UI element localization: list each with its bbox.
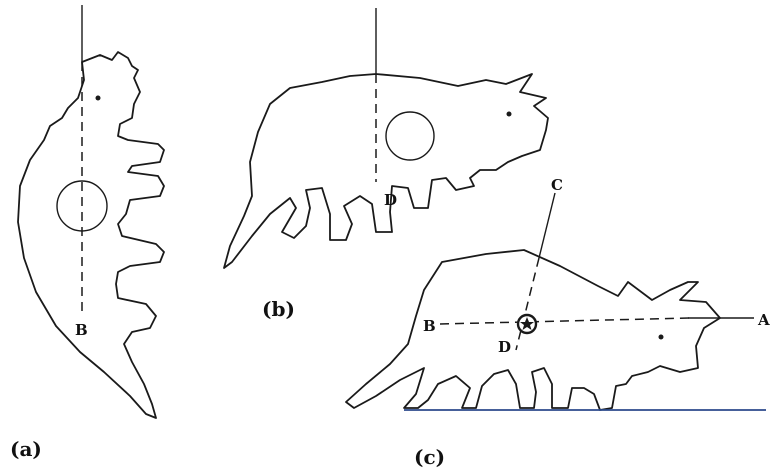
panel-a-eye: [95, 95, 101, 101]
panel-c-label: (c): [414, 445, 445, 469]
panel-a: B (a): [10, 5, 165, 461]
panel-b-label: (b): [262, 297, 295, 321]
panel-c-point-a: A: [757, 311, 770, 329]
panel-c-eye: [658, 334, 664, 340]
panel-c-point-b: B: [423, 317, 436, 335]
panel-b: D (b): [223, 8, 549, 321]
panel-b-eye: [506, 111, 512, 117]
panel-c-center-of-gravity-marker: [516, 313, 538, 335]
panel-c-line-cd-dashed: [515, 257, 540, 351]
panel-a-point-b: B: [75, 321, 88, 339]
panel-c-line-c: [538, 192, 556, 259]
panel-b-balance-circle: [385, 111, 435, 161]
panel-c: C B D A (c): [345, 176, 770, 469]
panel-a-triceratops-silhouette: [17, 51, 165, 419]
panel-c-point-c: C: [551, 176, 563, 194]
panel-c-line-ab-dashed: [439, 317, 691, 325]
panel-c-point-d: D: [498, 338, 511, 356]
panel-b-point-d: D: [384, 191, 397, 209]
panel-a-label: (a): [10, 437, 42, 461]
panel-c-triceratops-silhouette: [345, 249, 721, 411]
panel-b-triceratops-silhouette: [223, 73, 549, 269]
